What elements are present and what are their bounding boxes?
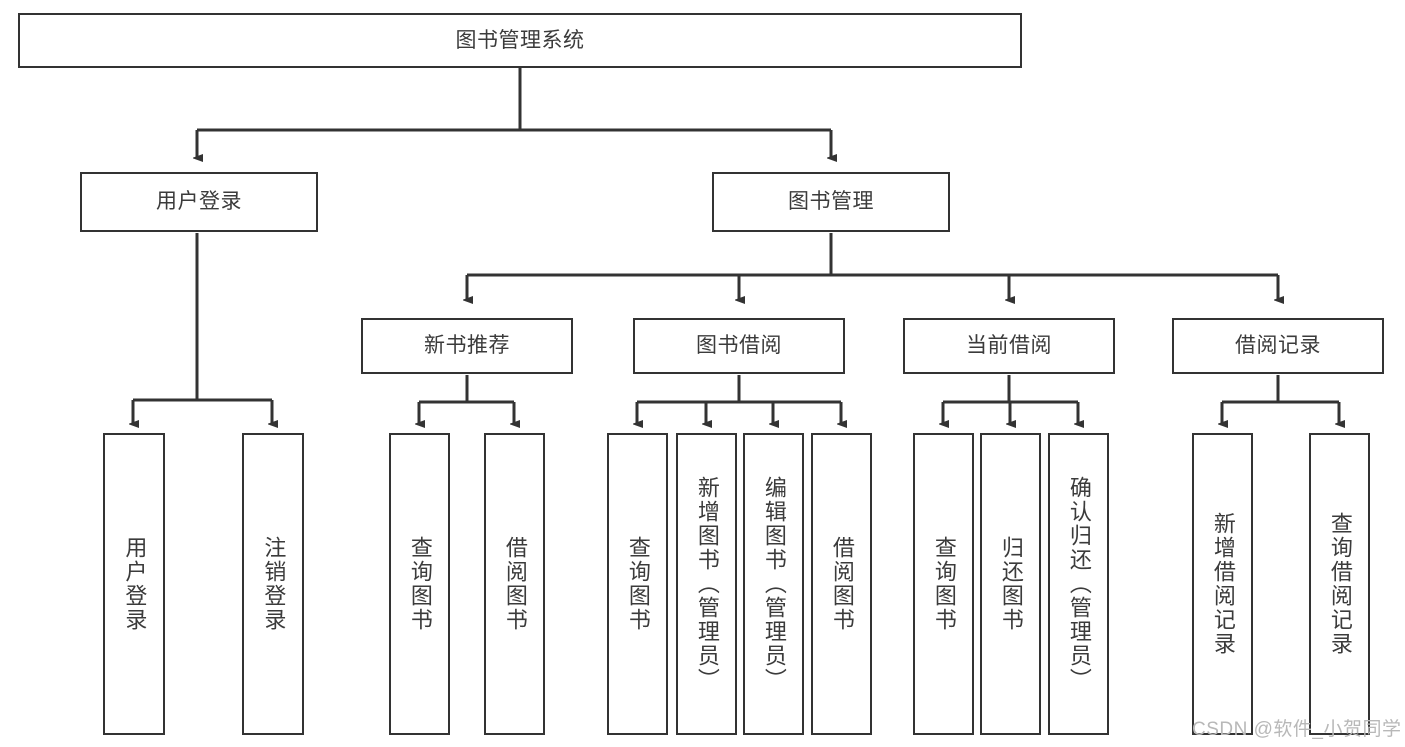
leaf-records-query-record[interactable]: 查询借阅记录 [1309, 433, 1370, 735]
node-label: 借阅记录 [1235, 334, 1321, 358]
leaf-records-add-record[interactable]: 新增借阅记录 [1192, 433, 1253, 735]
node-label: 当前借阅 [966, 334, 1052, 358]
node-borrow-records[interactable]: 借阅记录 [1172, 318, 1384, 374]
node-label: 查询借阅记录 [1327, 512, 1353, 656]
node-label: 新增借阅记录 [1210, 512, 1236, 656]
node-label: 新增图书（管理员） [694, 476, 720, 692]
node-label: 图书管理 [788, 190, 874, 214]
node-label: 查询图书 [931, 536, 957, 632]
node-label: 图书管理系统 [455, 28, 585, 52]
node-current-borrow[interactable]: 当前借阅 [903, 318, 1115, 374]
node-label: 用户登录 [156, 190, 242, 214]
leaf-user-login-login[interactable]: 用户登录 [103, 433, 165, 735]
leaf-new-book-borrow[interactable]: 借阅图书 [484, 433, 545, 735]
leaf-borrow-edit-book-admin[interactable]: 编辑图书（管理员） [743, 433, 804, 735]
node-book-borrow[interactable]: 图书借阅 [633, 318, 845, 374]
node-root-system[interactable]: 图书管理系统 [18, 13, 1022, 68]
leaf-current-confirm-return-admin[interactable]: 确认归还（管理员） [1048, 433, 1109, 735]
node-label: 确认归还（管理员） [1066, 476, 1092, 692]
node-new-book-recommend[interactable]: 新书推荐 [361, 318, 573, 374]
node-label: 用户登录 [122, 536, 148, 632]
leaf-user-login-logout[interactable]: 注销登录 [242, 433, 304, 735]
node-label: 归还图书 [998, 536, 1024, 632]
node-label: 借阅图书 [502, 536, 528, 632]
node-label: 编辑图书（管理员） [761, 476, 787, 692]
leaf-borrow-borrow-book[interactable]: 借阅图书 [811, 433, 872, 735]
leaf-borrow-add-book-admin[interactable]: 新增图书（管理员） [676, 433, 737, 735]
node-label: 图书借阅 [696, 334, 782, 358]
leaf-current-query-book[interactable]: 查询图书 [913, 433, 974, 735]
node-label: 新书推荐 [424, 334, 510, 358]
node-label: 注销登录 [261, 536, 287, 632]
leaf-borrow-query-book[interactable]: 查询图书 [607, 433, 668, 735]
leaf-current-return-book[interactable]: 归还图书 [980, 433, 1041, 735]
node-user-login[interactable]: 用户登录 [80, 172, 318, 232]
node-book-management[interactable]: 图书管理 [712, 172, 950, 232]
leaf-new-book-query[interactable]: 查询图书 [389, 433, 450, 735]
node-label: 查询图书 [625, 536, 651, 632]
node-label: 查询图书 [407, 536, 433, 632]
node-label: 借阅图书 [829, 536, 855, 632]
